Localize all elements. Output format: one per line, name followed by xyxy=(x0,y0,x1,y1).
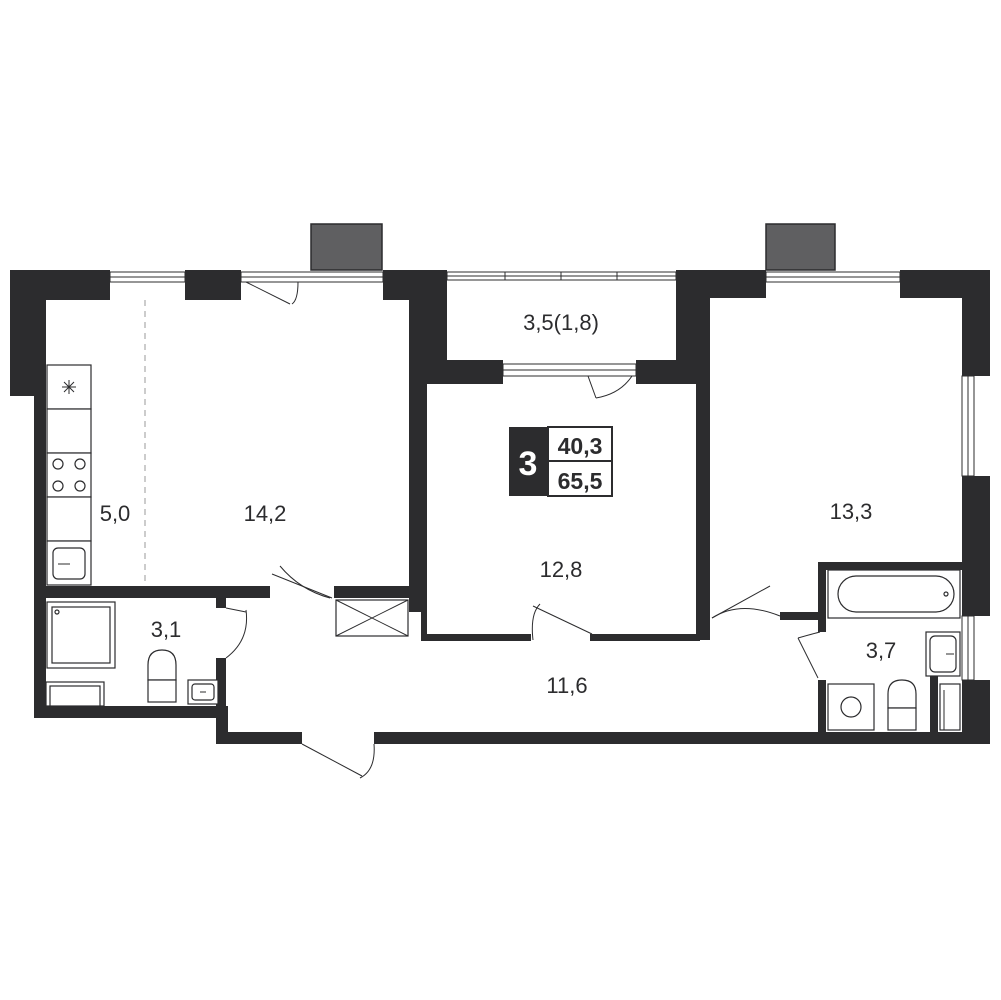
room-area-loggia: 3,5(1,8) xyxy=(523,310,599,335)
kitchen-counter xyxy=(46,364,92,586)
room-area-bedroom-middle: 12,8 xyxy=(540,557,583,582)
left-bathroom-fixtures xyxy=(45,601,219,707)
fridge-icon xyxy=(46,364,92,410)
area-badge: 3 40,3 65,5 xyxy=(509,426,613,497)
right-bathroom-fixtures xyxy=(827,569,961,731)
toilet-icon xyxy=(147,649,177,703)
counter-segment xyxy=(46,496,92,542)
cabinet-icon xyxy=(939,683,961,731)
toilet-icon xyxy=(887,679,917,731)
cabinet-icon xyxy=(45,681,105,707)
rooms-count: 3 xyxy=(519,445,538,483)
room-area-bathroom-left: 3,1 xyxy=(151,617,182,642)
room-area-hallway: 11,6 xyxy=(546,673,587,698)
doors xyxy=(225,281,821,779)
room-area-bathroom-right: 3,7 xyxy=(866,638,897,663)
snowflake-icon xyxy=(62,380,76,394)
windows xyxy=(109,271,975,681)
counter-segment xyxy=(46,408,92,454)
rooms-count-box xyxy=(509,427,548,496)
ac-unit-left xyxy=(310,223,383,271)
walls xyxy=(10,270,990,744)
stove-icon xyxy=(46,452,92,498)
washing-machine-icon xyxy=(827,683,875,731)
room-area-living: 14,2 xyxy=(244,501,287,526)
washbasin-icon xyxy=(187,679,219,705)
room-area-kitchen: 5,0 xyxy=(100,501,131,526)
room-area-bedroom-right: 13,3 xyxy=(830,499,873,524)
washbasin-icon xyxy=(925,631,961,677)
bathtub-icon xyxy=(827,569,961,619)
living-area-value: 40,3 xyxy=(558,433,603,459)
ventilation-shaft xyxy=(335,599,409,637)
total-area-value: 65,5 xyxy=(558,468,603,494)
ac-unit-right xyxy=(765,223,836,271)
